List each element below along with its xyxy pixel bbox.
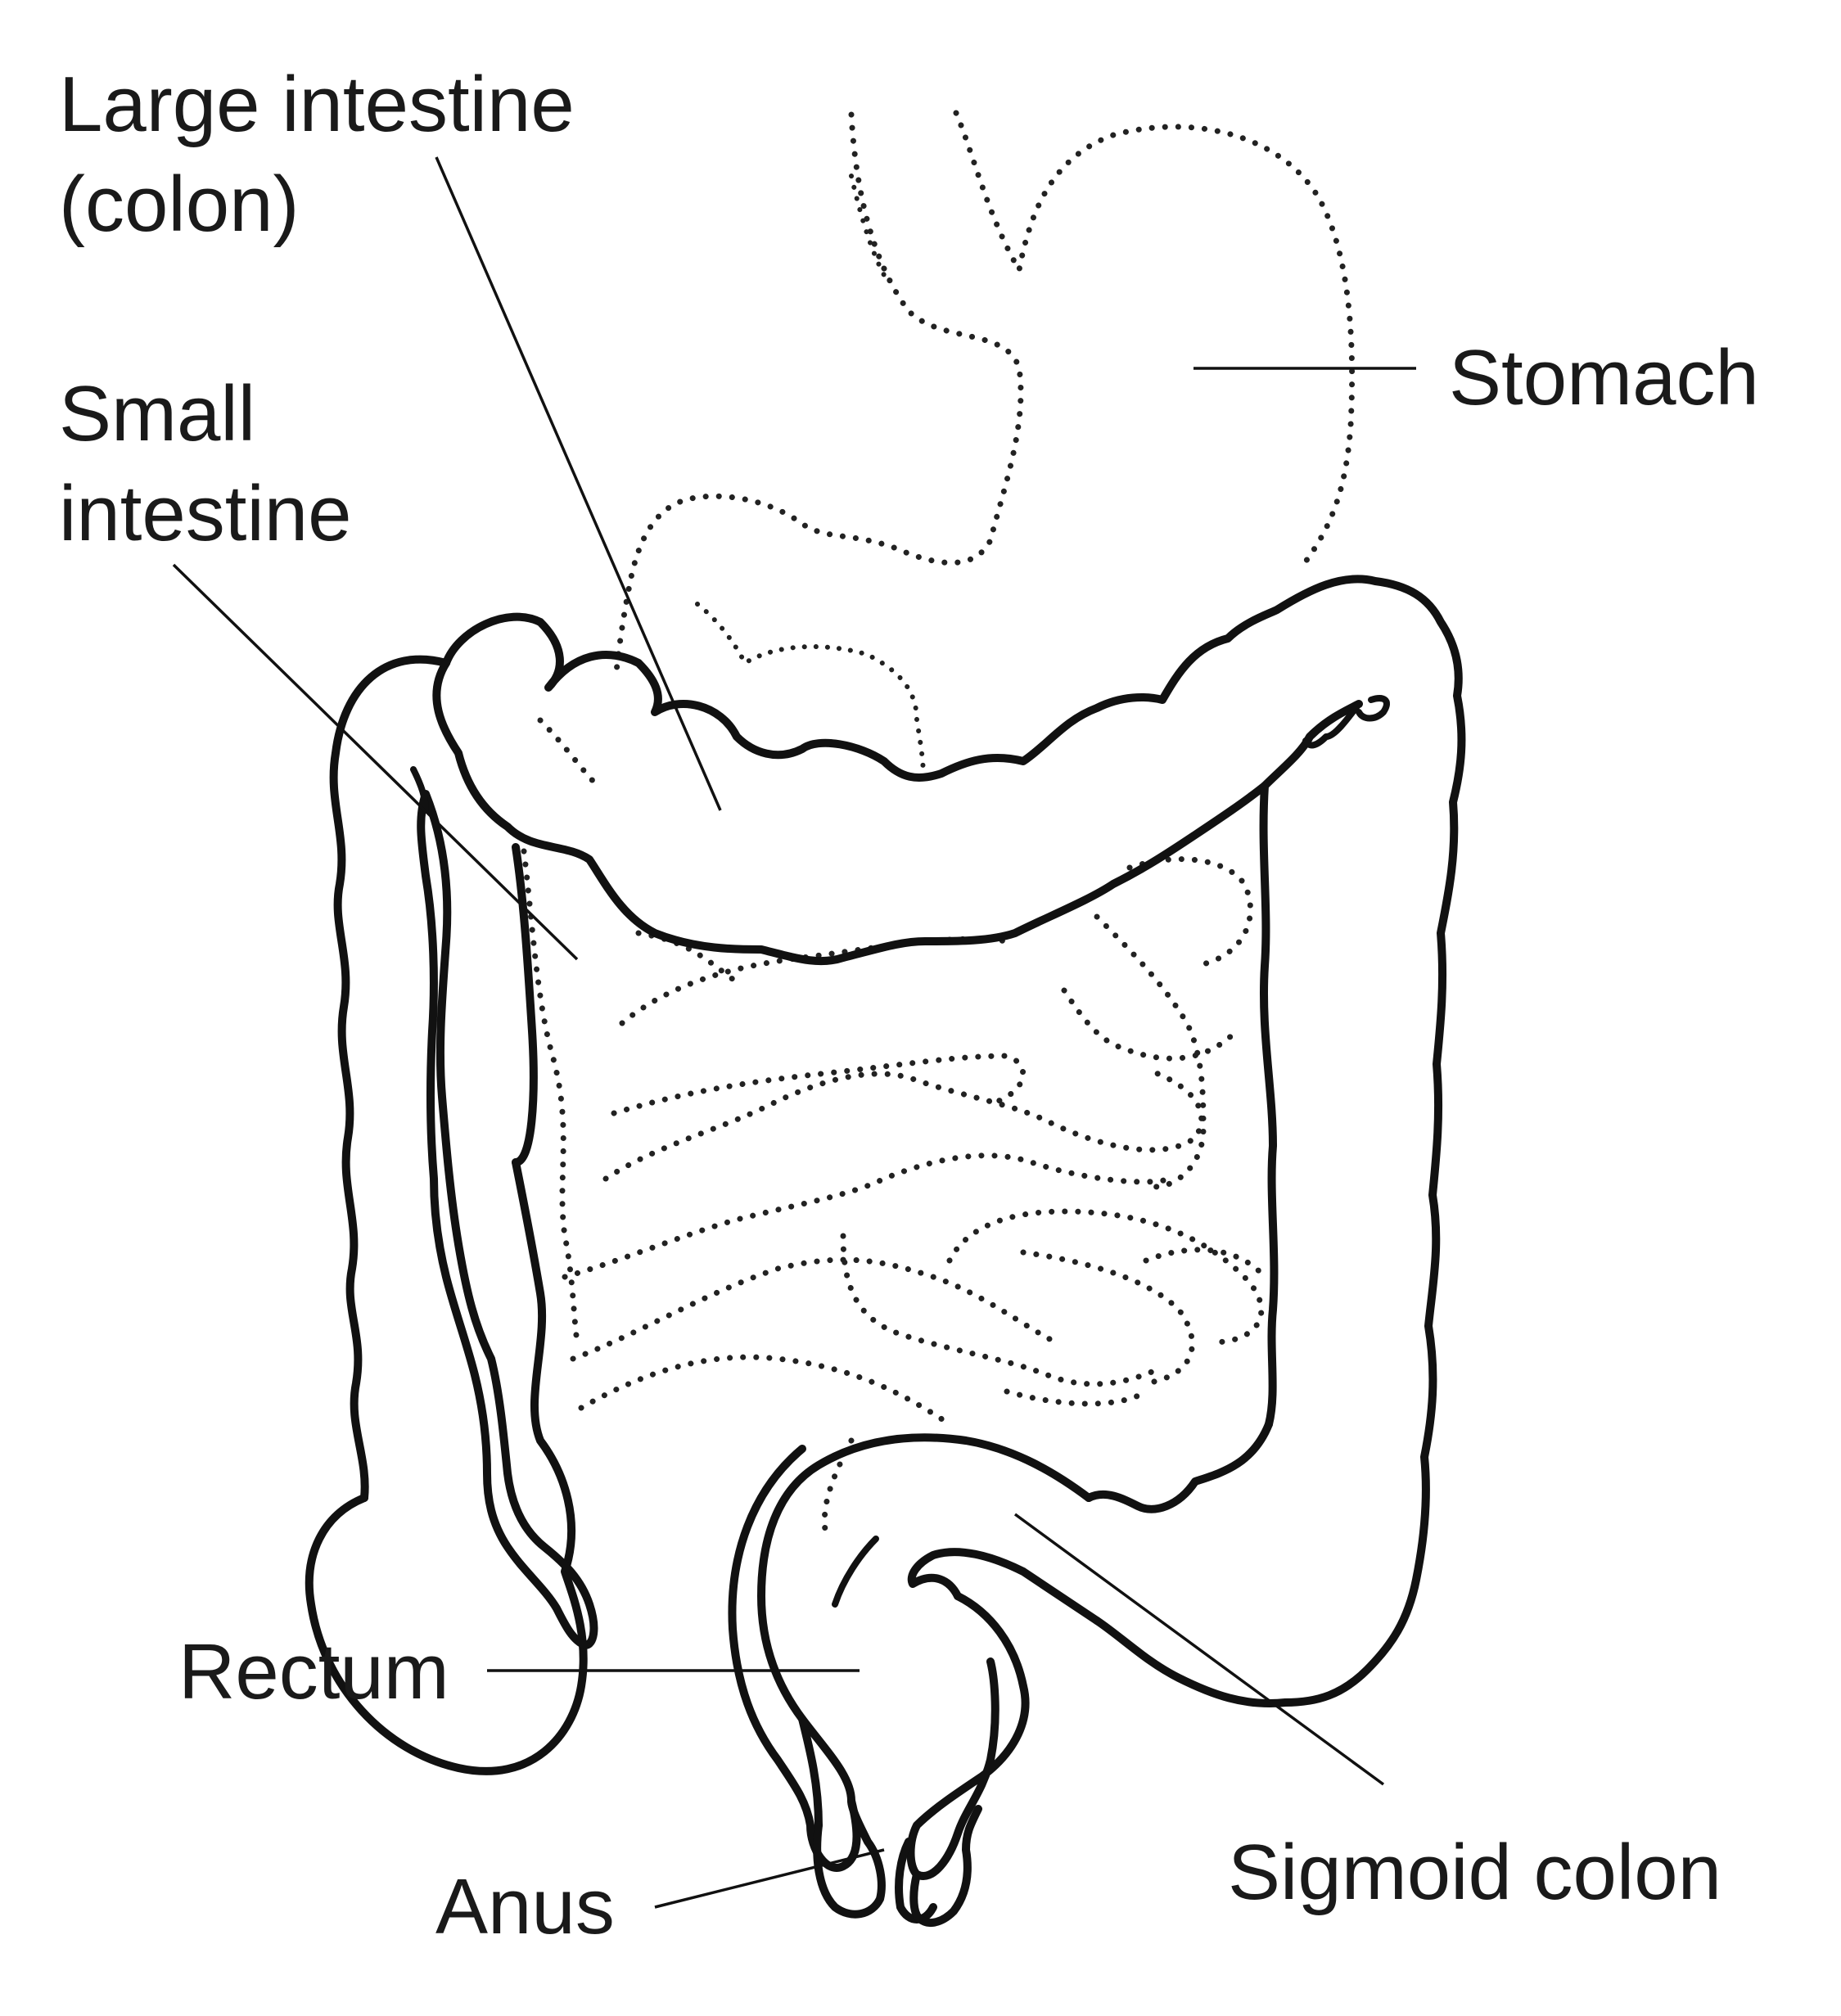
- anus-leader: [654, 1848, 885, 1909]
- stomach-outline: [612, 110, 1356, 780]
- label-small-intestine-line2: intestine: [59, 470, 352, 557]
- label-large-intestine-line2: (colon): [59, 160, 299, 248]
- large-intestine: [305, 575, 1466, 1927]
- label-anus: Anus: [435, 1863, 615, 1951]
- small-intestine-loops: [521, 717, 1268, 1542]
- sigmoid-colon-leader: [1013, 1513, 1385, 1786]
- label-small-intestine-line1: Small: [59, 370, 255, 458]
- label-large-intestine-line1: Large intestine: [59, 61, 575, 148]
- label-sigmoid-colon: Sigmoid colon: [1228, 1829, 1721, 1916]
- label-stomach: Stomach: [1449, 334, 1759, 422]
- small-intestine-leader: [172, 563, 579, 961]
- label-rectum: Rectum: [178, 1628, 449, 1716]
- large-intestine-leader: [435, 156, 722, 811]
